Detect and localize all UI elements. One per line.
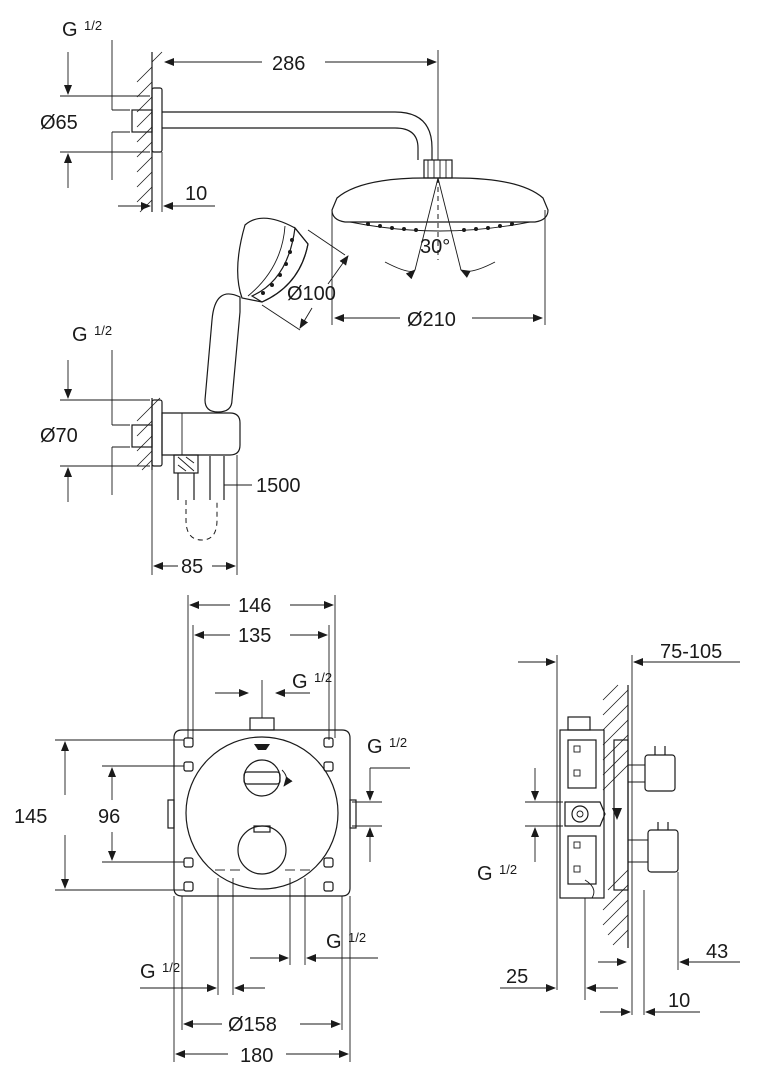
label-spray-angle: 30° — [420, 236, 450, 258]
label-arm-length: 286 — [272, 53, 305, 75]
flow-handle — [243, 759, 281, 797]
label-box-width-inner: 135 — [238, 625, 271, 647]
label-body-depth: 25 — [506, 966, 528, 988]
dimension-labels: 286 G 1/2 Ø65 10 30° Ø100 Ø210 G 1/2 Ø70… — [14, 18, 728, 1067]
label-left-outlet-g: G — [140, 961, 156, 983]
label-hose-length: 1500 — [256, 475, 301, 497]
label-outlet-thread-g: G — [72, 324, 88, 346]
label-top-connection-g: G — [292, 671, 308, 693]
wall-hatch-mid — [136, 397, 161, 471]
hose-nut — [173, 454, 199, 474]
headshower-assembly — [60, 40, 549, 325]
valve-body-side — [559, 729, 605, 899]
label-right-outlet-g: G — [326, 931, 342, 953]
label-flange-diameter: Ø65 — [40, 112, 78, 134]
wall-hatch-side — [602, 684, 629, 948]
mounting-holes — [183, 737, 334, 892]
label-install-depth: 75-105 — [660, 641, 722, 663]
thermostat-handle — [237, 825, 287, 875]
headshower — [331, 177, 549, 223]
label-right-connection-frac: 1/2 — [389, 735, 407, 750]
label-right-connection-g: G — [367, 736, 383, 758]
label-headshower-diameter: Ø210 — [407, 309, 456, 331]
label-box-width-outer: 146 — [238, 595, 271, 617]
front-view — [55, 595, 410, 1062]
side-view — [500, 655, 740, 1016]
grohe-logo-icon — [254, 744, 270, 750]
label-flange-thread-g: G — [62, 19, 78, 41]
spray-nozzles — [366, 222, 514, 232]
label-rosette-diameter: Ø158 — [228, 1014, 277, 1036]
label-flange-thread-frac: 1/2 — [84, 18, 102, 33]
label-plate-width: 180 — [240, 1045, 273, 1067]
wall-outlet-elbow — [161, 412, 241, 456]
label-flange-depth: 10 — [185, 183, 207, 205]
handshower — [204, 293, 241, 413]
cover-plate-side — [613, 739, 629, 891]
handshower-nozzles — [261, 238, 294, 295]
wall-outlet-flange — [151, 399, 163, 467]
label-box-height: 145 — [14, 806, 47, 828]
label-handle-projection: 43 — [706, 941, 728, 963]
handshower-assembly — [204, 217, 349, 413]
thermostat-handle-side — [647, 829, 679, 873]
label-outlet-thread-frac: 1/2 — [94, 323, 112, 338]
label-plate-thickness: 10 — [668, 990, 690, 1012]
flow-handle-side — [644, 754, 676, 792]
label-top-connection-frac: 1/2 — [314, 670, 332, 685]
label-left-outlet-frac: 1/2 — [162, 960, 180, 975]
rosette-plate — [185, 736, 339, 890]
label-outlet-diameter: Ø70 — [40, 425, 78, 447]
label-inlet-thread-g: G — [477, 863, 493, 885]
label-right-outlet-frac: 1/2 — [348, 930, 366, 945]
label-inlet-thread-frac: 1/2 — [499, 862, 517, 877]
label-inlet-spacing: 96 — [98, 806, 120, 828]
installation-box — [173, 729, 351, 897]
label-outlet-projection: 85 — [181, 556, 203, 578]
label-handshower-diameter: Ø100 — [287, 283, 336, 305]
wall-flange — [151, 87, 163, 153]
shower-arm — [162, 111, 433, 160]
wall-outlet-assembly — [60, 350, 252, 575]
